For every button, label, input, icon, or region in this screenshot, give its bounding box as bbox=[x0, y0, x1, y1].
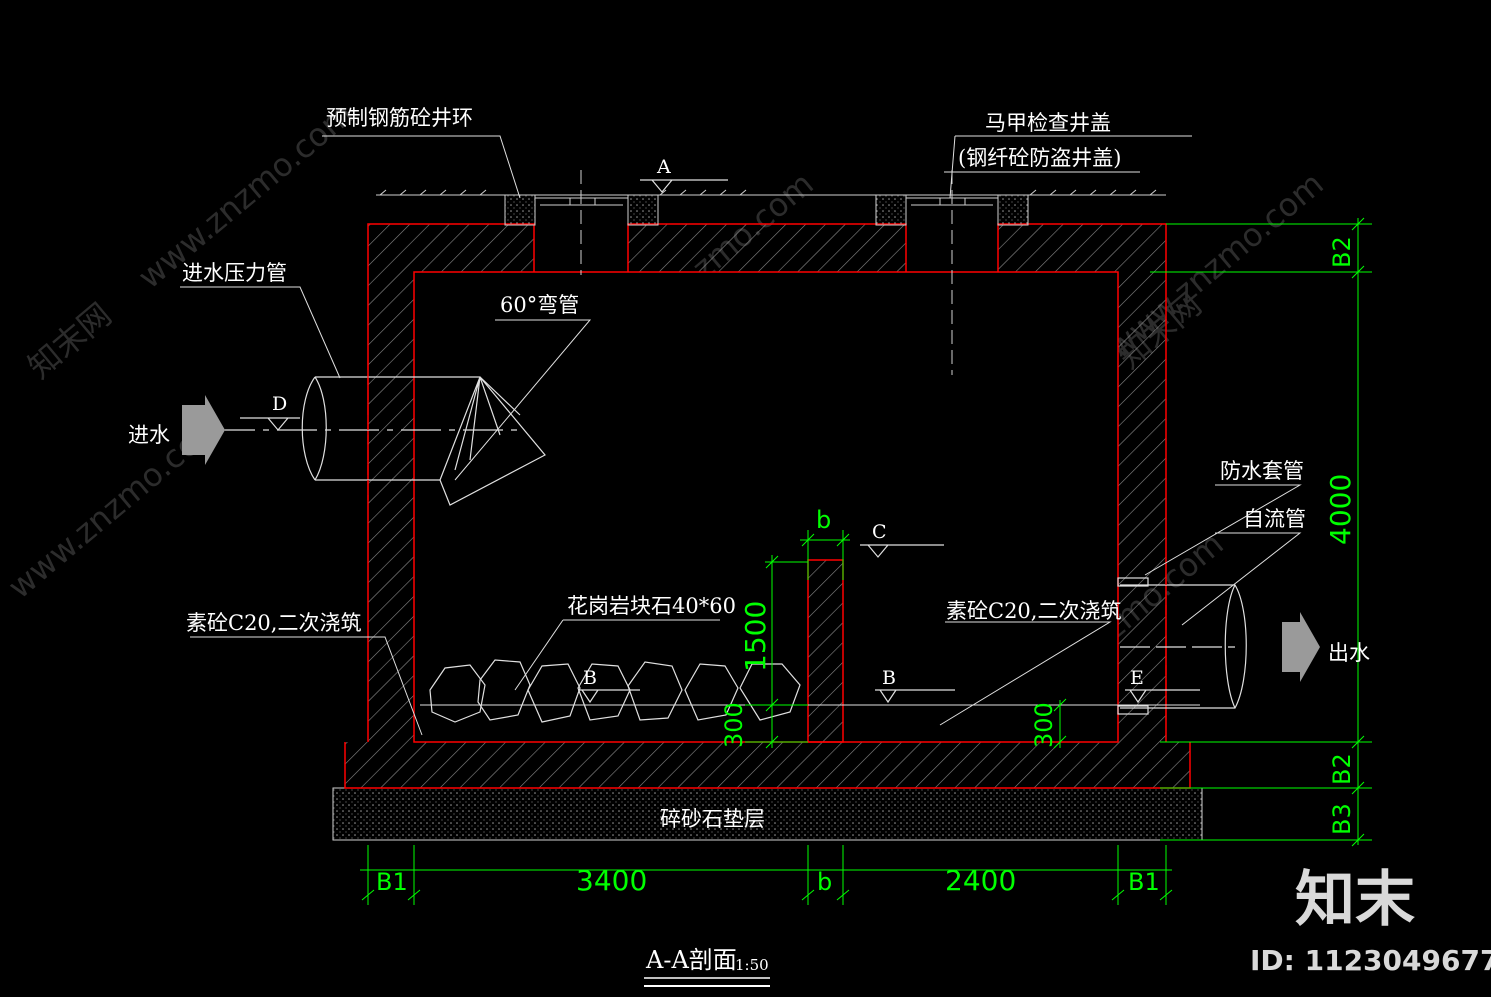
dim-b1-right: B1 bbox=[1128, 868, 1160, 896]
image-id: ID: 1123049677 bbox=[1250, 944, 1491, 977]
section-title: A-A剖面 1:50 bbox=[644, 946, 770, 987]
label-elbow: 60°弯管 bbox=[500, 293, 579, 317]
label-gravel: 碎砂石垫层 bbox=[660, 807, 765, 831]
label-concrete-left: 素砼C20,二次浇筑 bbox=[186, 611, 361, 635]
label-concrete-right: 素砼C20,二次浇筑 bbox=[946, 599, 1121, 623]
dim-300-left: 300 bbox=[720, 702, 748, 748]
gravel-bedding bbox=[332, 787, 1203, 841]
dim-2400: 2400 bbox=[945, 864, 1016, 897]
section-title-text: A-A剖面 bbox=[645, 946, 737, 974]
manhole-covers bbox=[504, 170, 1029, 375]
label-inflow: 进水 bbox=[128, 423, 170, 447]
concrete-structure bbox=[344, 223, 1191, 789]
dim-4000: 4000 bbox=[1324, 474, 1357, 545]
leader-lines bbox=[180, 135, 1302, 736]
dim-1500: 1500 bbox=[739, 601, 772, 672]
label-cover: 马甲检查井盖 bbox=[985, 111, 1111, 135]
marker-c: C bbox=[872, 521, 887, 543]
outflow-arrow-icon bbox=[1282, 612, 1320, 682]
label-sleeve: 防水套管 bbox=[1220, 459, 1304, 483]
section-scale: 1:50 bbox=[735, 956, 769, 974]
label-cover-note: (钢纤砼防盗井盖) bbox=[958, 146, 1121, 170]
marker-d: D bbox=[272, 393, 287, 415]
partition-wall bbox=[807, 559, 844, 743]
label-outflow: 出水 bbox=[1328, 641, 1370, 665]
marker-a: A bbox=[656, 156, 671, 178]
label-gravity-pipe: 自流管 bbox=[1243, 507, 1306, 531]
dim-b2-top: B2 bbox=[1328, 236, 1356, 268]
marker-b: B bbox=[882, 667, 896, 689]
marker-b: B bbox=[583, 667, 597, 689]
dim-3400: 3400 bbox=[576, 864, 647, 897]
outlet-pipe bbox=[1117, 575, 1247, 720]
inflow-arrow-icon bbox=[182, 395, 225, 465]
dim-b-mid: b bbox=[817, 868, 832, 896]
label-granite: 花岗岩块石40*60 bbox=[567, 594, 736, 618]
label-inlet-pipe: 进水压力管 bbox=[182, 261, 287, 285]
dim-b3: B3 bbox=[1328, 803, 1356, 835]
watermark-cn: 知末网 bbox=[21, 295, 119, 386]
inlet-pipe bbox=[215, 360, 546, 506]
label-ring: 预制钢筋砼井环 bbox=[326, 106, 473, 130]
dim-b1-left: B1 bbox=[376, 868, 408, 896]
marker-e: E bbox=[1130, 667, 1144, 689]
level-markers bbox=[240, 179, 1200, 704]
dimension-lines bbox=[360, 217, 1372, 905]
brand-logo: 知末 bbox=[1295, 865, 1415, 935]
dim-300-right: 300 bbox=[1030, 702, 1058, 748]
dim-b-top: b bbox=[816, 506, 831, 534]
granite-stones bbox=[429, 659, 801, 723]
dim-b2-bottom: B2 bbox=[1328, 753, 1356, 785]
